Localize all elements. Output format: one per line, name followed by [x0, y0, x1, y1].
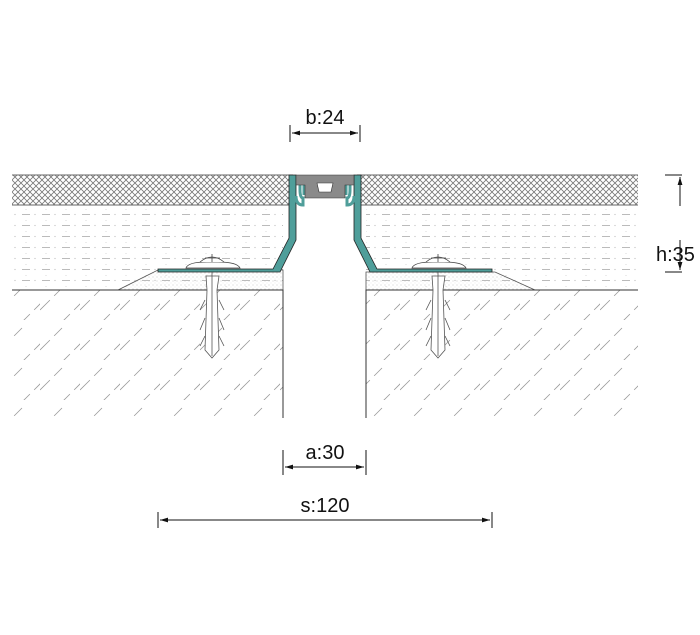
dimension-s-label: s:120 [301, 495, 350, 517]
dimension-a-label: a:30 [306, 442, 345, 464]
dimension-h: h:35 [656, 174, 695, 273]
concrete-substrate [12, 289, 638, 418]
screw-anchor-left [185, 254, 241, 359]
screw-anchor-right [411, 254, 467, 359]
screed-layer [12, 205, 638, 290]
bedding-layer [117, 269, 536, 291]
dimension-a: a:30 [282, 442, 367, 475]
rubber-insert [295, 174, 355, 199]
dimension-b-label: b:24 [306, 107, 345, 129]
dimension-s: s:120 [157, 495, 493, 528]
dimension-h-label: h:35 [656, 244, 695, 266]
dimension-b: b:24 [289, 107, 361, 142]
tile-layer [12, 174, 638, 206]
